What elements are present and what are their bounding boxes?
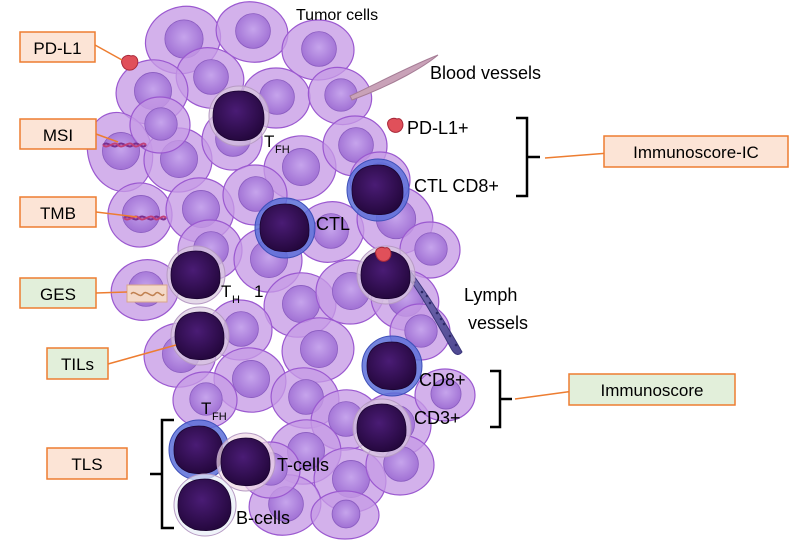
callout-msi-text: MSI (43, 126, 73, 145)
lymph-vessel-dot (454, 343, 458, 347)
label-th1-suffix: 1 (254, 282, 263, 301)
tumor-cell (281, 19, 355, 81)
t-cell (216, 432, 276, 492)
lymph-vessel-dot (439, 317, 443, 321)
label-tfh-bottom: T FH (201, 399, 227, 423)
label-t-cells: T-cells (277, 455, 329, 475)
callout-tls-text: TLS (71, 455, 102, 474)
pdl1-receptor-icon (121, 55, 139, 71)
label-th1-main: T (221, 282, 231, 301)
ges-gene-icon (126, 284, 168, 303)
tumor-cell (144, 5, 222, 75)
callout-tls: TLS (46, 447, 128, 480)
pdl1-positive-receptor-icon (387, 117, 404, 133)
tumor-cell (107, 182, 173, 248)
label-tfh-bottom-sub: FH (212, 411, 227, 423)
callout-ges-text: GES (40, 285, 76, 304)
tumor-cell (414, 368, 476, 422)
b-cell (173, 473, 237, 537)
callout-immunoscore-text: Immunoscore (601, 381, 704, 400)
callout-immunoscore-ic: Immunoscore-IC (603, 135, 789, 168)
label-lymph-line1: Lymph (464, 285, 517, 305)
label-blood-vessels: Blood vessels (430, 63, 541, 83)
tumor-cell (215, 1, 289, 63)
immunoscore-ic-bracket (516, 116, 540, 198)
label-tumor-cells: Tumor cells (296, 7, 378, 24)
th1-cell (166, 245, 226, 305)
label-th1-sub: H (232, 294, 240, 306)
tumor-cell (129, 96, 191, 154)
tumor-cell (322, 115, 388, 177)
label-b-cells: B-cells (236, 508, 290, 528)
tumor-cell (281, 317, 355, 383)
cd3-cell (352, 398, 412, 458)
callout-pdl1-text: PD-L1 (33, 39, 81, 58)
callout-tils-text: TILs (61, 355, 94, 374)
lymph-vessel-dot (448, 334, 452, 338)
callout-ges: GES (19, 277, 97, 309)
lymph-vessel-dot (428, 301, 432, 305)
lymph-vessel (403, 267, 463, 355)
ctl-cd8-cell (346, 158, 410, 222)
blood-vessel (349, 54, 439, 101)
pdl1-ctl-receptor-icon (375, 246, 392, 262)
label-tfh-top-main: T (264, 132, 274, 151)
callout-tils: TILs (46, 347, 109, 380)
lymph-vessel-dot (420, 290, 424, 294)
callout-msi: MSI (19, 118, 97, 150)
msi-dna-icon (102, 142, 147, 148)
tls-bracket (150, 418, 174, 530)
immune-cells (166, 85, 423, 537)
label-tfh-top: T FH (264, 132, 290, 156)
label-tfh-bottom-main: T (201, 399, 211, 418)
ctl-cell (254, 197, 316, 259)
cd8-cell (361, 335, 423, 397)
tfh-tls-cell (168, 419, 230, 481)
callout-tmb: TMB (19, 196, 97, 228)
callout-connectors (94, 44, 610, 400)
callout-immunoscore-ic-text: Immunoscore-IC (633, 143, 759, 162)
callout-tmb-text: TMB (40, 204, 76, 223)
immunoscore-bracket (490, 369, 512, 429)
tmb-dna-icon (123, 215, 167, 221)
tumor-cell (310, 490, 380, 540)
label-cd3-plus: CD3+ (414, 408, 461, 428)
label-ctl: CTL (316, 214, 350, 234)
lymph-vessel-dot (425, 294, 429, 298)
pdl1-ctl-cell (356, 245, 416, 305)
til-cell (170, 306, 230, 366)
label-pdl1-plus: PD-L1+ (407, 118, 469, 138)
tumor-cell (307, 66, 373, 126)
lymph-vessel-dot (435, 311, 439, 315)
label-cd8-plus: CD8+ (419, 370, 466, 390)
label-th1: T H 1 (221, 282, 263, 306)
label-ctl-cd8-plus: CTL CD8+ (414, 176, 499, 196)
label-tfh-top-sub: FH (275, 144, 290, 156)
callout-immunoscore: Immunoscore (568, 373, 736, 406)
callout-pdl1: PD-L1 (19, 31, 96, 63)
label-lymph-line2: vessels (468, 313, 528, 333)
tumor-cell (399, 221, 461, 279)
lymph-vessel-dot (442, 322, 446, 326)
tfh-cell (208, 85, 270, 147)
